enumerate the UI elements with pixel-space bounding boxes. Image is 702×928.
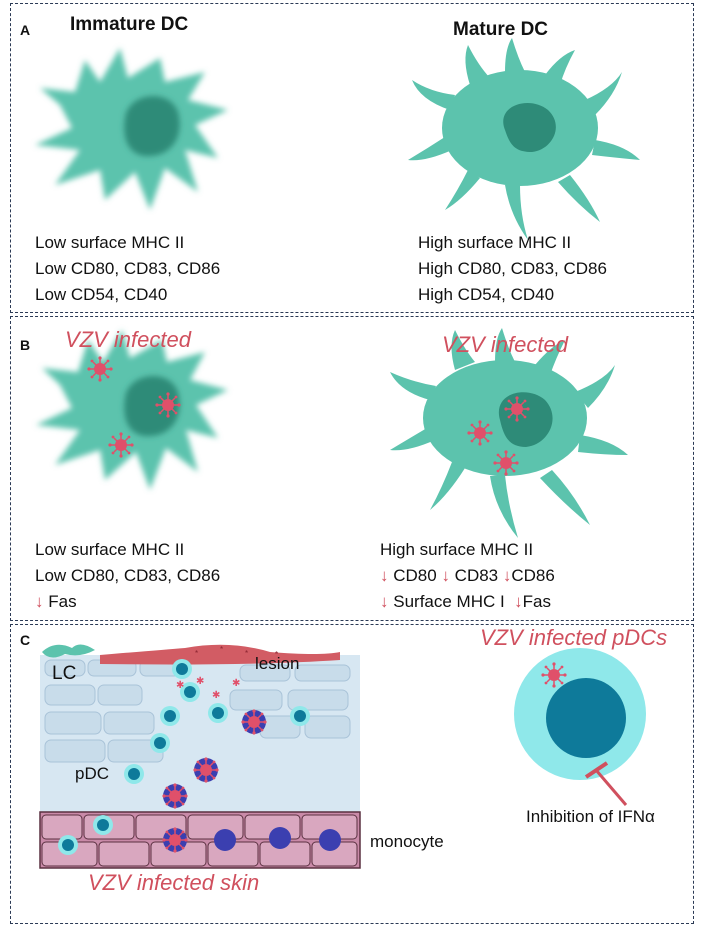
skin-section: * * * *: [39, 644, 361, 869]
lc-label: LC: [52, 663, 77, 684]
panel-b: [10, 316, 694, 621]
infected-immature-dc-cell: [36, 330, 228, 490]
svg-text:✱: ✱: [232, 678, 240, 689]
down-arrow-icon: ↓: [514, 592, 523, 611]
virus-icon: [86, 355, 114, 383]
immature-line-1: Low surface MHC II: [35, 233, 185, 252]
infected-mature-dc-cell: [390, 328, 628, 538]
virus-icon: [492, 449, 520, 477]
down-arrow-icon: ↓: [441, 566, 450, 585]
infected-mature-line-1: High surface MHC II: [380, 540, 534, 559]
virus-icon: [161, 826, 189, 854]
virus-icon: [540, 661, 568, 689]
virus-icon: [240, 708, 268, 736]
mature-dc-title: Mature DC: [453, 19, 549, 40]
svg-text:*: *: [220, 645, 223, 654]
monocyte-label: monocyte: [370, 832, 444, 851]
down-arrow-icon: ↓: [380, 566, 389, 585]
infected-mature-line-2: ↓ CD80 ↓ CD83 ↓CD86: [380, 566, 555, 585]
infected-immature-line-1: Low surface MHC II: [35, 540, 185, 559]
svg-text:*: *: [195, 649, 198, 658]
virus-icon: [161, 782, 189, 810]
pdc-label: pDC: [75, 764, 110, 783]
down-arrow-icon: ↓: [502, 566, 512, 585]
svg-text:*: *: [245, 649, 248, 658]
vzv-infected-right-title: VZV infected: [442, 332, 568, 357]
inhibition-label: Inhibition of IFNα: [526, 807, 655, 826]
virus-icon: [503, 395, 531, 423]
panel-b-label: B: [20, 337, 31, 353]
lesion-label: lesion: [255, 654, 300, 673]
svg-text:✱: ✱: [212, 690, 220, 701]
immature-dc-cell: [35, 48, 228, 210]
svg-text:*: *: [275, 650, 278, 659]
virus-icon: [154, 391, 182, 419]
vzv-infected-left-title: VZV infected: [65, 327, 191, 352]
infected-immature-line-3: ↓ Fas: [35, 592, 77, 611]
panel-c-label: C: [20, 632, 31, 648]
mature-line-2: High CD80, CD83, CD86: [418, 259, 607, 278]
panel-a-label: A: [20, 22, 31, 38]
panel-a: [10, 3, 694, 313]
svg-text:✱: ✱: [196, 676, 204, 687]
mature-dc-cell: [408, 38, 640, 240]
infected-pdc-cell: [514, 648, 646, 806]
virus-icon: [192, 756, 220, 784]
mature-line-3: High CD54, CD40: [418, 285, 555, 304]
svg-text:✱: ✱: [176, 680, 184, 691]
virus-icon: [107, 431, 135, 459]
immature-dc-title: Immature DC: [70, 14, 189, 35]
infected-mature-line-3: ↓ Surface MHC I ↓Fas: [380, 592, 552, 611]
virus-icon: [466, 419, 494, 447]
mature-line-1: High surface MHC II: [418, 233, 572, 252]
panel-c: [10, 624, 694, 924]
infected-immature-line-2: Low CD80, CD83, CD86: [35, 566, 221, 585]
vzv-infected-pdcs-title: VZV infected pDCs: [480, 625, 668, 650]
vzv-infected-skin-title: VZV infected skin: [88, 870, 260, 895]
down-arrow-icon: ↓: [380, 592, 389, 611]
immature-line-2: Low CD80, CD83, CD86: [35, 259, 221, 278]
down-arrow-icon: ↓: [35, 592, 44, 611]
immature-line-3: Low CD54, CD40: [35, 285, 168, 304]
